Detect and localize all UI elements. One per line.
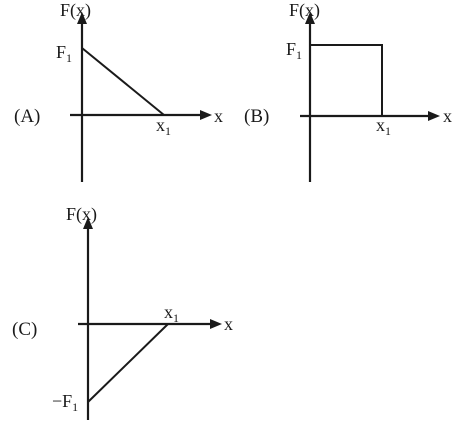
panel-c-force-line (87, 323, 169, 403)
panel-a-x1-label: x1 (156, 115, 171, 138)
panel-a-x-axis-label: x (214, 106, 223, 126)
panel-c-tag: (C) (12, 319, 37, 340)
panel-b: F(x) x F1 x1 (B) (244, 0, 452, 182)
panel-c-y-axis-label: F(x) (66, 204, 97, 225)
panel-a-y-arrowhead (77, 12, 87, 24)
panel-c-x-arrowhead (210, 319, 222, 329)
panel-a-f1-label: F1 (56, 42, 72, 65)
panel-a: F(x) x F1 x1 (A) (14, 0, 223, 182)
panel-b-x-axis-label: x (443, 106, 452, 126)
panel-b-f1-label: F1 (286, 39, 302, 62)
panel-c-neg-f1-label: −F1 (52, 391, 78, 414)
panel-b-x-arrowhead (428, 111, 440, 121)
panel-b-y-arrowhead (305, 12, 315, 24)
panel-b-x1-label: x1 (376, 115, 391, 138)
panel-c: F(x) x −F1 x1 (C) (12, 204, 233, 420)
panel-c-x-axis-label: x (224, 314, 233, 334)
panel-b-y-axis-label: F(x) (289, 0, 320, 21)
panel-a-x-arrowhead (200, 110, 212, 120)
panel-a-tag: (A) (14, 106, 40, 127)
panel-a-y-axis-label: F(x) (60, 0, 91, 21)
panel-b-tag: (B) (244, 106, 269, 127)
panel-b-force-line (310, 44, 383, 116)
panel-c-x1-label: x1 (164, 302, 179, 325)
panel-a-force-line (81, 47, 165, 116)
panel-c-y-arrowhead (83, 217, 93, 229)
